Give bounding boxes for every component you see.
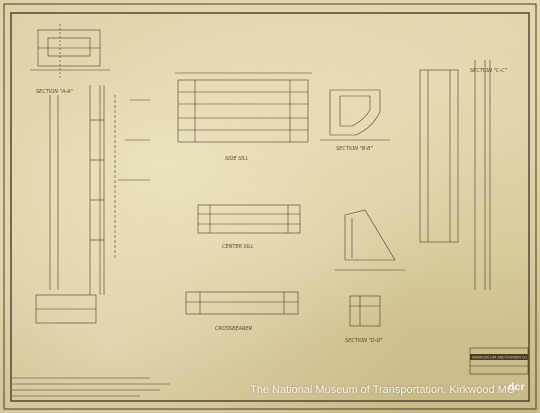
dcr-logo: dcr <box>508 382 526 393</box>
label-center-sill: CENTER SILL <box>222 244 254 250</box>
label-section-d: SECTION "D-D" <box>345 338 383 344</box>
section-label-a: SECTION "A-A" <box>36 89 73 95</box>
detail-bottom-right: SECTION "D-D" <box>345 295 383 344</box>
label-crossbearer: CROSSBEARER <box>215 326 252 332</box>
inner-border <box>10 12 530 402</box>
title-block-company: AMERICAN CAR AND FOUNDRY CO. <box>472 356 528 360</box>
detail-section-curve: SECTION "B-B" <box>320 89 390 152</box>
notes-block <box>12 377 170 397</box>
title-block: AMERICAN CAR AND FOUNDRY CO. <box>469 347 529 375</box>
detail-side-sill: SIDE SILL <box>175 72 312 162</box>
detail-top-left <box>30 24 110 80</box>
label-section-b: SECTION "B-B" <box>336 146 373 152</box>
museum-watermark: The National Museum of Transportation, K… <box>250 384 516 396</box>
label-section-c: SECTION "C-C" <box>470 68 507 74</box>
label-side-sill: SIDE SILL <box>225 156 249 162</box>
detail-center-sill: CENTER SILL <box>197 204 301 250</box>
detail-crossbearer: CROSSBEARER <box>185 291 299 332</box>
detail-tall-column-right: SECTION "C-C" <box>419 60 507 290</box>
outer-border <box>3 3 537 410</box>
section-elevation-left: SECTION "A-A" <box>35 85 150 324</box>
detail-wedge <box>335 209 405 271</box>
